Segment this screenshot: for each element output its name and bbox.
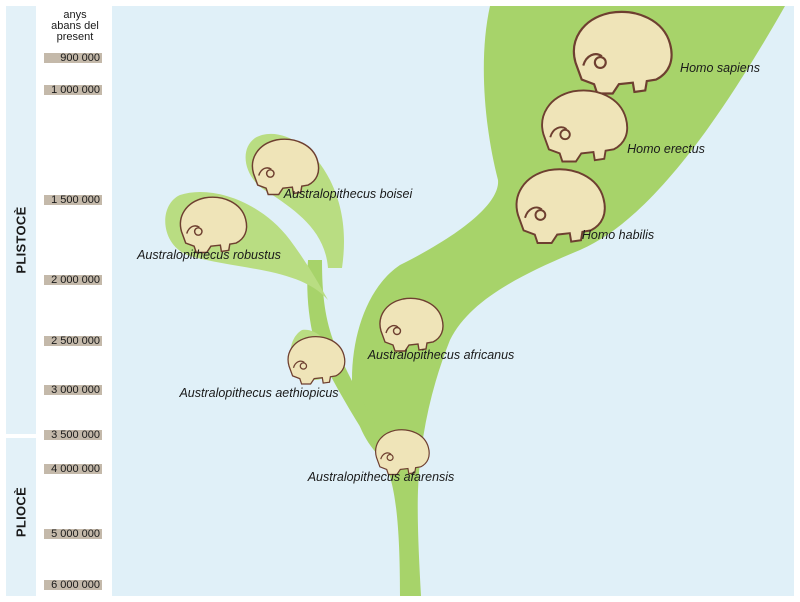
- skull-afarensis-icon: [375, 429, 430, 476]
- tick-bar: [44, 464, 102, 474]
- time-tick: 3 500 000: [44, 429, 102, 441]
- species-label-boisei: Australopithecus boisei: [283, 187, 413, 201]
- time-tick: 5 000 000: [44, 528, 102, 540]
- tick-bar: [44, 336, 102, 346]
- tick-label: 5 000 000: [51, 528, 100, 540]
- axis-header-line: abans del: [51, 20, 99, 32]
- tick-label: 3 500 000: [51, 429, 100, 441]
- tick-label: 6 000 000: [51, 579, 100, 591]
- time-tick: 3 000 000: [44, 384, 102, 396]
- tick-label: 1 000 000: [51, 84, 100, 96]
- time-tick: 2 500 000: [44, 335, 102, 347]
- time-tick: 1 000 000: [44, 84, 102, 96]
- tick-bar: [44, 580, 102, 590]
- tick-bar: [44, 53, 102, 63]
- tick-bar: [44, 529, 102, 539]
- tick-bar: [44, 430, 102, 440]
- species-label-africanus: Australopithecus africanus: [367, 348, 515, 362]
- tick-label: 1 500 000: [51, 194, 100, 206]
- time-tick: 1 500 000: [44, 194, 102, 206]
- era-band-pleistocene: [6, 6, 36, 434]
- axis-header: anys abans del present: [44, 10, 106, 43]
- era-band-pliocene: [6, 438, 36, 596]
- species-label-homo-habilis: Homo habilis: [581, 228, 655, 242]
- species-label-afarensis: Australopithecus afarensis: [307, 470, 455, 484]
- tick-bar: [44, 275, 102, 285]
- time-tick: 6 000 000: [44, 579, 102, 591]
- branch-main-trunk: [352, 6, 785, 596]
- tick-label: 2 000 000: [51, 274, 100, 286]
- tick-label: 3 000 000: [51, 384, 100, 396]
- time-tick: 2 000 000: [44, 274, 102, 286]
- time-tick: 900 000: [44, 52, 102, 64]
- tick-bar: [44, 385, 102, 395]
- species-label-homo-erectus: Homo erectus: [627, 142, 705, 156]
- time-tick: 4 000 000: [44, 463, 102, 475]
- tick-bar: [44, 85, 102, 95]
- species-label-aethiopicus: Australopithecus aethiopicus: [179, 386, 339, 400]
- tick-bar: [44, 195, 102, 205]
- species-label-homo-sapiens: Homo sapiens: [680, 61, 760, 75]
- axis-header-line: present: [56, 31, 94, 43]
- tick-label: 2 500 000: [51, 335, 100, 347]
- tick-label: 900 000: [60, 52, 100, 64]
- species-label-robustus: Australopithecus robustus: [137, 248, 281, 262]
- axis-header-line: anys: [63, 9, 87, 21]
- tick-label: 4 000 000: [51, 463, 100, 475]
